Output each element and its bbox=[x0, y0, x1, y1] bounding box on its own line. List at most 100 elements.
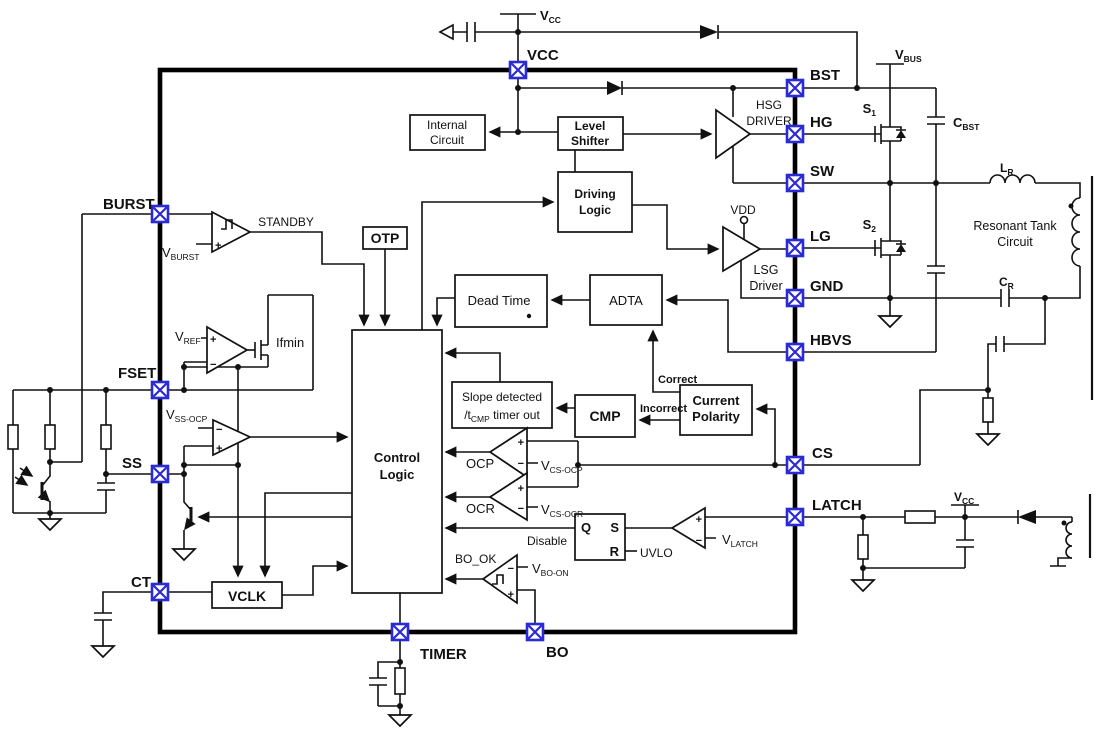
v-ss-ocp-label: VSS-OCP bbox=[166, 407, 208, 424]
slope-detect-label1: Slope detected bbox=[462, 390, 542, 404]
hysteresis-icon bbox=[221, 219, 233, 230]
pin-hg bbox=[785, 124, 805, 144]
pin-label-vcc: VCC bbox=[527, 47, 559, 64]
ocr-label: OCR bbox=[466, 501, 495, 516]
svg-text:+: + bbox=[210, 334, 216, 346]
v-latch-label: VLATCH bbox=[722, 532, 758, 549]
bo-ok-label: BO_OK bbox=[455, 552, 496, 566]
v-cs-ocp-label: VCS-OCP bbox=[541, 458, 583, 475]
pin-latch bbox=[785, 507, 805, 527]
internal-circuit-label: Internal bbox=[427, 118, 467, 132]
pin-labels: VCC BST HG SW LG GND HBVS CS LATCH BURST… bbox=[103, 47, 862, 663]
vdd-terminal-icon bbox=[739, 215, 749, 225]
svg-text:Polarity: Polarity bbox=[692, 409, 740, 424]
pin-gnd bbox=[785, 288, 805, 308]
lsg-driver-label: LSG bbox=[753, 263, 778, 277]
svg-text:−: − bbox=[696, 535, 702, 547]
pin-hbvs bbox=[785, 342, 805, 362]
lr-inductor-icon bbox=[989, 174, 1036, 184]
l-r-label: LR bbox=[1000, 161, 1013, 177]
v-bo-on-label: VBO-ON bbox=[532, 561, 569, 578]
level-shifter-block bbox=[557, 116, 624, 151]
pin-label-latch: LATCH bbox=[812, 497, 862, 514]
otp-label: OTP bbox=[371, 230, 400, 246]
standby-label: STANDBY bbox=[258, 215, 314, 229]
pin-lg bbox=[785, 238, 805, 258]
ocp-comparator: + − bbox=[488, 426, 528, 479]
pin-cs bbox=[785, 455, 805, 475]
pin-label-timer: TIMER bbox=[420, 646, 467, 663]
resistor-icon bbox=[44, 424, 56, 450]
ground-icon bbox=[38, 518, 62, 531]
svg-text:−: − bbox=[518, 503, 524, 515]
component-labels: VCC VBUS VCC S1 S2 CBST LR CR Resonant T… bbox=[540, 8, 1057, 506]
pin-label-lg: LG bbox=[810, 228, 831, 245]
wire-left-external bbox=[7, 213, 152, 658]
wire-timer-external bbox=[369, 640, 412, 727]
pin-timer bbox=[390, 622, 410, 642]
control-logic-block bbox=[351, 329, 443, 594]
svg-text:−: − bbox=[210, 359, 216, 371]
current-polarity-label: Current bbox=[693, 393, 741, 408]
svg-text:Circuit: Circuit bbox=[430, 133, 465, 147]
ground-icon bbox=[976, 433, 1000, 446]
c-bst-label: CBST bbox=[953, 115, 980, 132]
svg-text:+: + bbox=[215, 240, 221, 252]
svg-text:−: − bbox=[508, 563, 514, 575]
burst-comparator: + bbox=[211, 210, 252, 254]
signal-labels: STANDBY Correct Incorrect Disable UVLO B… bbox=[162, 215, 758, 578]
s1-body-diode-icon bbox=[890, 126, 906, 142]
s2-label: S2 bbox=[863, 217, 877, 234]
resistor-icon bbox=[7, 424, 19, 450]
svg-text:Logic: Logic bbox=[579, 203, 611, 217]
pin-label-hbvs: HBVS bbox=[810, 332, 852, 349]
vcc-right-label: VCC bbox=[954, 490, 974, 506]
c-r-label: CR bbox=[999, 275, 1014, 291]
dead-time-dot bbox=[526, 313, 532, 319]
svg-text:DRIVER: DRIVER bbox=[746, 114, 792, 128]
wire-latch-external bbox=[803, 494, 1092, 592]
vdd-label: VDD bbox=[730, 203, 756, 217]
driving-logic-label: Driving bbox=[574, 187, 615, 201]
npn-transistor-icon bbox=[183, 474, 196, 549]
vclk-block bbox=[211, 581, 283, 609]
resistor-icon bbox=[857, 534, 869, 560]
control-logic-label: Control bbox=[374, 450, 420, 465]
vss-ocp-comparator: − + bbox=[212, 418, 252, 457]
level-shifter-label: Level bbox=[575, 119, 606, 133]
junction-dots bbox=[47, 29, 1048, 709]
pin-label-ct: CT bbox=[131, 574, 151, 591]
v-ref-label: VREF bbox=[175, 329, 201, 346]
s2-body-diode-icon bbox=[890, 240, 906, 256]
svg-text:Logic: Logic bbox=[380, 467, 415, 482]
latch-q-label: Q bbox=[581, 520, 591, 535]
vclk-label: VCLK bbox=[228, 588, 266, 604]
pin-label-burst: BURST bbox=[103, 196, 155, 213]
pin-label-gnd: GND bbox=[810, 278, 844, 295]
ground-icon bbox=[388, 714, 412, 727]
adta-block bbox=[589, 274, 663, 326]
v-cs-ocr-label: VCS-OCR bbox=[541, 502, 583, 519]
resistor-icon bbox=[394, 667, 406, 695]
svg-text:−: − bbox=[216, 424, 222, 436]
svg-text:+: + bbox=[696, 514, 702, 526]
ocp-label: OCP bbox=[466, 456, 494, 471]
pin-fset bbox=[150, 380, 170, 400]
dead-time-label: Dead Time bbox=[468, 293, 531, 308]
latch-r-label: R bbox=[610, 544, 620, 559]
wire-right-external bbox=[803, 63, 1094, 466]
pin-label-fset: FSET bbox=[118, 365, 156, 382]
optocoupler-icon bbox=[14, 462, 51, 513]
pin-label-sw: SW bbox=[810, 163, 835, 180]
pin-label-cs: CS bbox=[812, 445, 833, 462]
resistor-icon bbox=[100, 424, 112, 450]
resonant-tank-label: Resonant Tank bbox=[973, 219, 1057, 233]
wire-top-supply bbox=[438, 13, 858, 138]
diode-icon bbox=[1018, 510, 1036, 524]
ground-icon bbox=[91, 645, 115, 658]
ground-icon bbox=[172, 548, 196, 561]
vref-comparator: + − bbox=[206, 325, 249, 375]
v-burst-label: VBURST bbox=[162, 245, 199, 262]
wire-internal bbox=[168, 128, 787, 623]
pin-bst bbox=[785, 78, 805, 98]
